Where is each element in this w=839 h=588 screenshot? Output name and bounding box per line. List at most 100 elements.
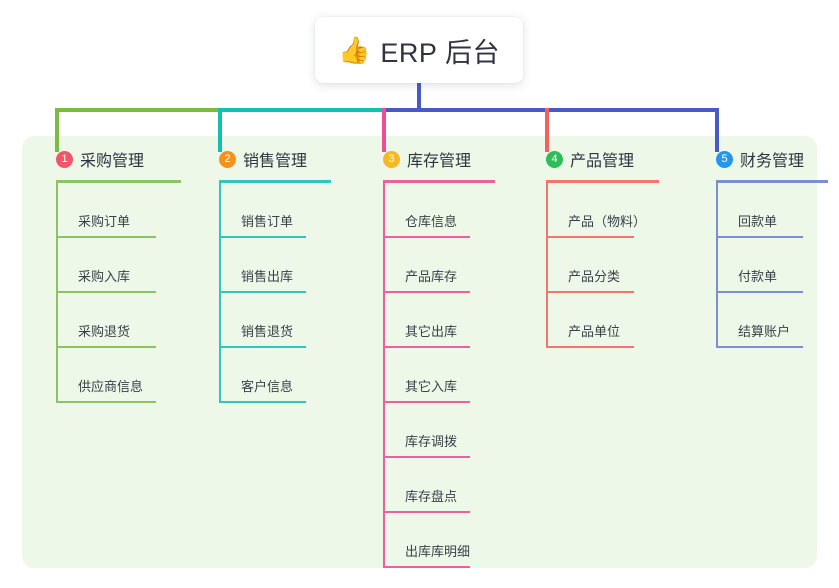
list-item-underline: [219, 236, 306, 238]
branch-badge-2: 2: [219, 150, 236, 168]
branch-underline-4: [546, 180, 659, 183]
list-item-label: 仓库信息: [405, 214, 458, 229]
list-item[interactable]: 产品（物料）: [546, 183, 647, 238]
root-node[interactable]: 👍 ERP 后台: [315, 17, 523, 83]
branch-header-4[interactable]: 4 产品管理: [530, 146, 643, 172]
list-item[interactable]: 出库库明细: [383, 513, 479, 568]
list-item-label: 库存盘点: [405, 489, 458, 504]
root-stem: [417, 83, 421, 112]
list-item-label: 库存调拨: [405, 434, 458, 449]
list-item[interactable]: 其它入库: [383, 348, 479, 403]
branch-badge-5: 5: [716, 150, 733, 168]
connector-stub-2: [218, 108, 222, 152]
thumbs-up-icon: 👍: [338, 35, 371, 65]
branch-header-2[interactable]: 2 销售管理: [203, 146, 315, 172]
list-item-label: 出库库明细: [405, 544, 471, 559]
list-item-label: 采购订单: [78, 214, 131, 229]
branches-panel: [22, 136, 817, 568]
list-item-label: 采购退货: [78, 324, 131, 339]
list-item-underline: [383, 291, 470, 293]
list-item-underline: [56, 291, 156, 293]
list-item[interactable]: 客户信息: [219, 348, 315, 403]
list-item-label: 供应商信息: [78, 379, 144, 394]
connector-bar-teal: [218, 108, 384, 112]
branch-underline-2: [219, 180, 331, 183]
list-item-label: 其它入库: [405, 379, 458, 394]
list-item-underline: [56, 236, 156, 238]
branch-title-1: 采购管理: [80, 153, 145, 170]
branch-badge-3: 3: [383, 150, 400, 168]
branch-spine-3: [383, 183, 385, 568]
list-item-label: 产品（物料）: [568, 214, 647, 229]
list-item[interactable]: 库存调拨: [383, 403, 479, 458]
list-item[interactable]: 采购订单: [56, 183, 165, 238]
list-item-underline: [716, 346, 803, 348]
branch-title-4: 产品管理: [570, 153, 635, 170]
branch-column-5: 5 财务管理回款单付款单结算账户: [700, 146, 828, 348]
list-item-underline: [383, 236, 470, 238]
branch-items-1: 采购订单采购入库采购退货供应商信息: [56, 183, 165, 403]
list-item-label: 产品分类: [568, 269, 621, 284]
list-item-label: 产品单位: [568, 324, 621, 339]
list-item[interactable]: 产品分类: [546, 238, 643, 293]
list-item-label: 采购入库: [78, 269, 131, 284]
list-item[interactable]: 付款单: [716, 238, 812, 293]
branch-column-4: 4 产品管理产品（物料） 产品分类产品单位: [530, 146, 659, 348]
list-item[interactable]: 回款单: [716, 183, 812, 238]
branch-items-5: 回款单付款单结算账户: [716, 183, 812, 348]
list-item[interactable]: 销售退货: [219, 293, 315, 348]
branch-underline-3: [383, 180, 495, 183]
list-item-label: 销售出库: [241, 269, 294, 284]
list-item[interactable]: 供应商信息: [56, 348, 165, 403]
branch-title-2: 销售管理: [243, 153, 308, 170]
list-item-underline: [383, 511, 470, 513]
branch-spine-5: [716, 183, 718, 348]
list-item-underline: [383, 401, 470, 403]
list-item-underline: [546, 236, 634, 238]
list-item-underline: [546, 291, 634, 293]
branch-title-5: 财务管理: [740, 153, 805, 170]
branch-column-2: 2 销售管理销售订单销售出库销售退货客户信息: [203, 146, 331, 403]
connector-stub-5: [715, 108, 719, 152]
branch-header-3[interactable]: 3 库存管理: [367, 146, 479, 172]
root-title: ERP 后台: [380, 37, 500, 68]
branch-badge-4: 4: [546, 150, 563, 168]
list-item[interactable]: 库存盘点: [383, 458, 479, 513]
branch-header-1[interactable]: 1 采购管理: [40, 146, 165, 172]
list-item[interactable]: 采购退货: [56, 293, 165, 348]
connector-bar-blue: [382, 108, 719, 112]
list-item[interactable]: 产品库存: [383, 238, 479, 293]
branch-header-5[interactable]: 5 财务管理: [700, 146, 812, 172]
list-item[interactable]: 销售订单: [219, 183, 315, 238]
list-item-label: 回款单: [738, 214, 778, 229]
branch-underline-5: [716, 180, 828, 183]
list-item-underline: [219, 291, 306, 293]
branch-badge-1: 1: [56, 150, 73, 168]
list-item[interactable]: 仓库信息: [383, 183, 479, 238]
branch-items-3: 仓库信息产品库存其它出库其它入库库存调拨库存盘点出库库明细: [383, 183, 479, 568]
list-item-label: 客户信息: [241, 379, 294, 394]
list-item-label: 结算账户: [738, 324, 791, 339]
list-item[interactable]: 产品单位: [546, 293, 643, 348]
branch-spine-2: [219, 183, 221, 403]
list-item[interactable]: 销售出库: [219, 238, 315, 293]
connector-bar-green: [55, 108, 220, 112]
list-item-label: 付款单: [738, 269, 778, 284]
list-item-label: 销售退货: [241, 324, 294, 339]
list-item-underline: [219, 401, 306, 403]
list-item-underline: [383, 346, 470, 348]
connector-stub-1: [55, 108, 59, 152]
list-item[interactable]: 其它出库: [383, 293, 479, 348]
branch-spine-4: [546, 183, 548, 348]
list-item[interactable]: 采购入库: [56, 238, 165, 293]
list-item-underline: [383, 456, 470, 458]
list-item-underline: [56, 346, 156, 348]
list-item-underline: [383, 566, 470, 568]
branch-title-3: 库存管理: [407, 153, 472, 170]
list-item-underline: [716, 236, 803, 238]
connector-stub-3: [382, 108, 386, 152]
branch-spine-1: [56, 183, 58, 403]
list-item[interactable]: 结算账户: [716, 293, 812, 348]
branch-column-1: 1 采购管理采购订单采购入库采购退货供应商信息: [40, 146, 181, 403]
list-item-underline: [56, 401, 156, 403]
